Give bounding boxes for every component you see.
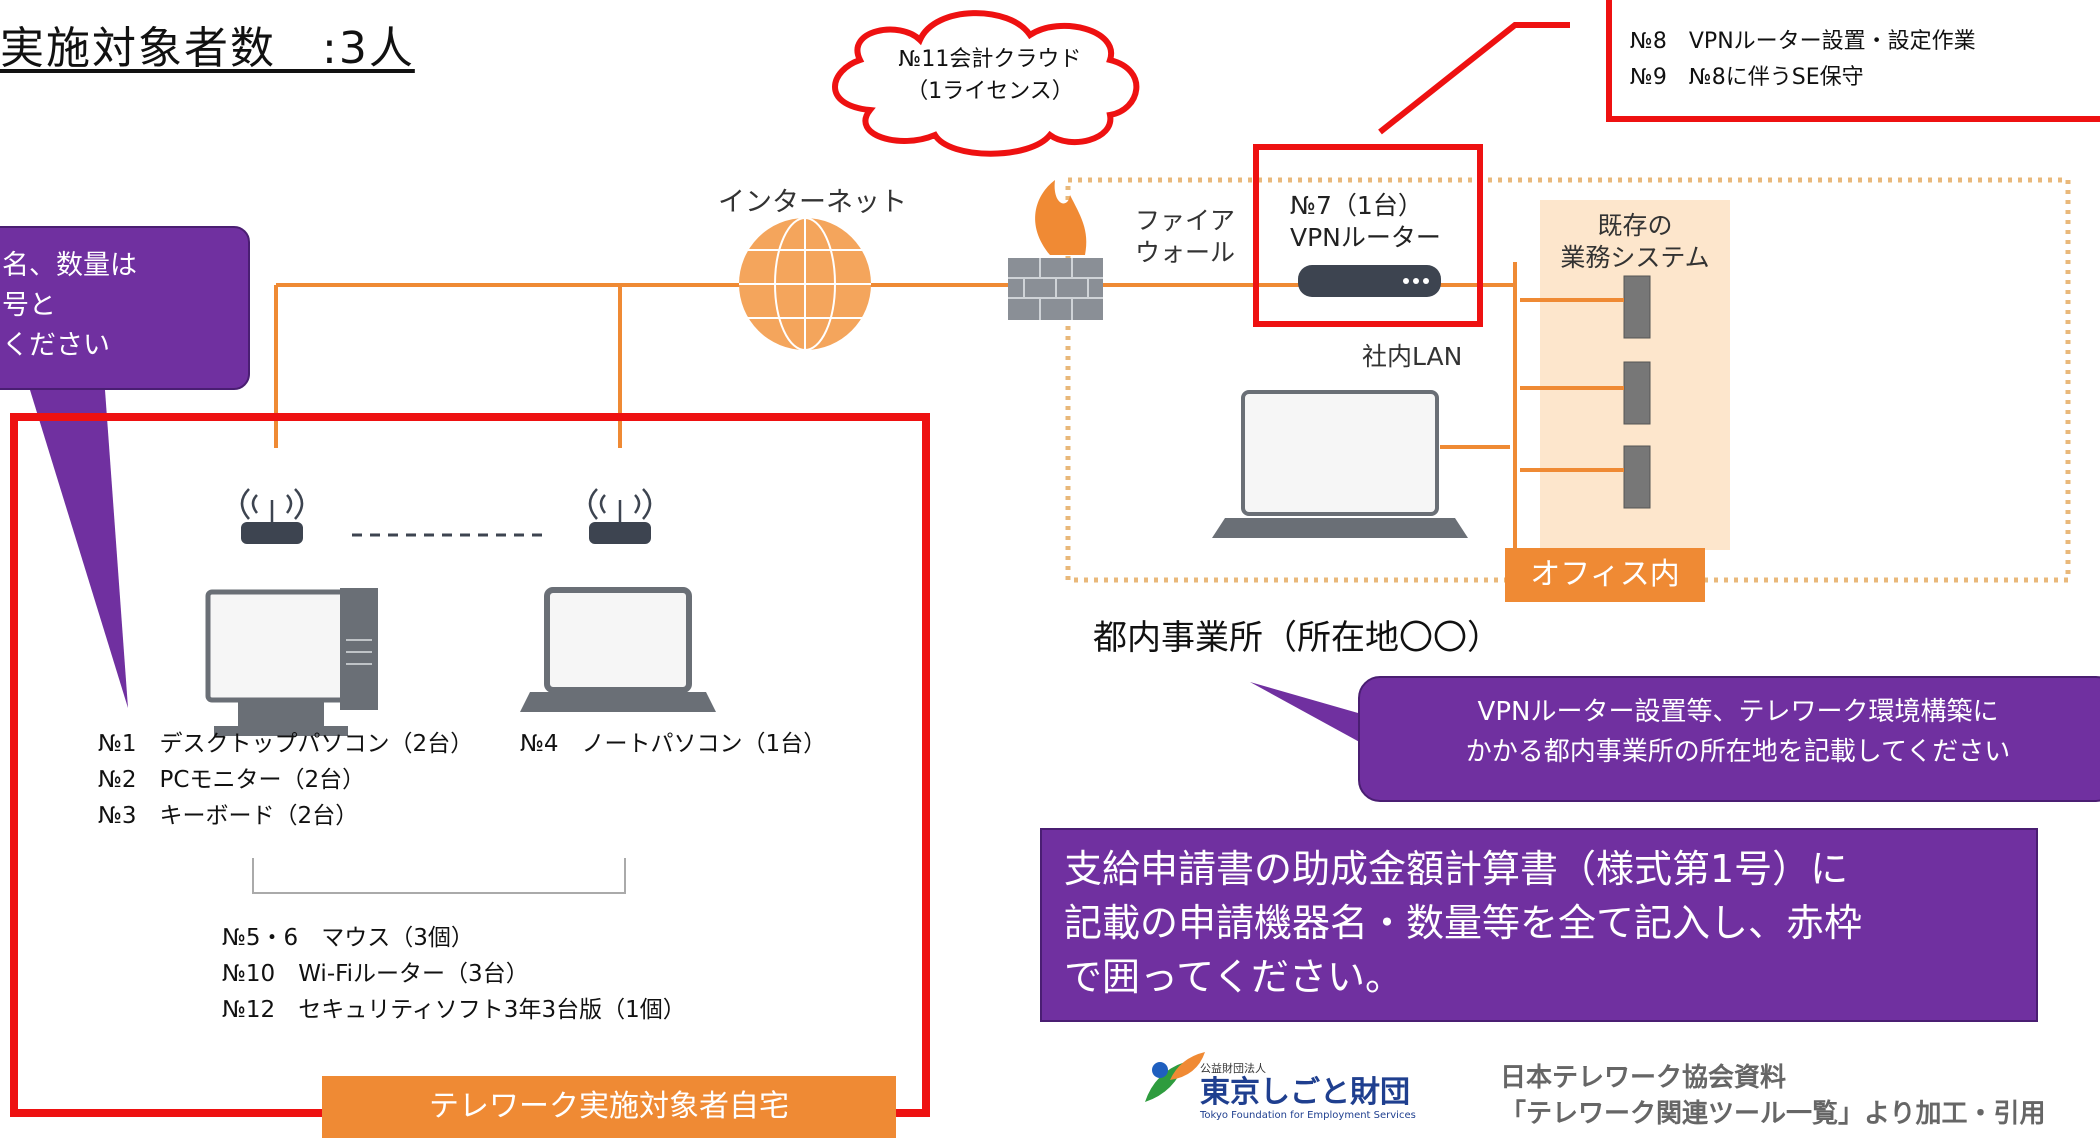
office-callout-line-2: かかる都内事業所の所在地を記載してください (1465, 737, 2011, 767)
office-callout-line-1: VPNルーター設置等、テレワーク環境構築に (1477, 697, 1999, 727)
logo-name: 東京しごと財団 (1200, 1075, 1410, 1110)
page-title: 実施対象者数 :3人 (0, 23, 415, 74)
server-icon (1623, 275, 1651, 509)
home-item-5: №5・6 マウス（3個） (222, 925, 474, 951)
wifi-router-icon (241, 522, 651, 544)
left-callout: 名、数量は 号と ください (0, 226, 250, 390)
office-tag: オフィス内 (1505, 548, 1705, 602)
firewall-label-line-2: ウォール (1135, 238, 1236, 267)
vpn-router-icon (1298, 265, 1441, 297)
cloud-label: №11会計クラウド （1ライセンス） (880, 44, 1100, 108)
home-items-left: №1 デスクトップパソコン（2台） №2 PCモニター（2台） №3 キーボード… (98, 726, 473, 834)
home-item-4: №4 ノートパソコン（1台） (520, 731, 827, 757)
left-callout-line-1: 名、数量は (2, 250, 137, 281)
vpn-router-highlight (1253, 144, 1483, 327)
vpn-work-line-2: №9 №8に伴うSE保守 (1630, 65, 1864, 90)
home-tag: テレワーク実施対象者自宅 (322, 1076, 896, 1138)
vpn-label-line-2: VPNルーター (1290, 223, 1441, 252)
left-callout-tail (30, 390, 128, 708)
cloud-line-1: №11会計クラウド (898, 47, 1082, 72)
organization-logo: 公益財団法人 東京しごと財団 Tokyo Foundation for Empl… (1200, 1060, 1416, 1121)
left-callout-line-2: 号と (2, 290, 56, 321)
source-line-1: 日本テレワーク協会資料 (1500, 1063, 1787, 1093)
business-system-line-1: 既存の (1597, 211, 1673, 240)
firewall-label: ファイア ウォール (1135, 205, 1235, 269)
vpn-work-box: №8 VPNルーター設置・設定作業 №9 №8に伴うSE保守 (1606, 0, 2100, 122)
instruction-line-3: で囲ってください。 (1064, 955, 1403, 999)
cloud-shape (832, 10, 1140, 157)
home-items-bottom: №5・6 マウス（3個） №10 Wi-Fiルーター（3台） №12 セキュリテ… (222, 920, 686, 1028)
logo-english: Tokyo Foundation for Employment Services (1200, 1110, 1416, 1121)
internet-globe-icon (739, 217, 871, 351)
logo-small-text: 公益財団法人 (1200, 1062, 1266, 1075)
vpn-label-line-1: №7（1台） (1290, 191, 1423, 220)
vpn-label: №7（1台） VPNルーター (1290, 190, 1441, 254)
source-line-2: 「テレワーク関連ツール一覧」より加工・引用 (1500, 1099, 2046, 1129)
instruction-line-1: 支給申請書の助成金額計算書（様式第1号）に (1064, 847, 1849, 891)
home-item-1: №1 デスクトップパソコン（2台） (98, 731, 474, 757)
internet-label: インターネット (718, 187, 907, 218)
lan-label: 社内LAN (1362, 342, 1463, 371)
firewall-label-line-1: ファイア (1135, 206, 1236, 235)
vpn-work-connector (1378, 22, 1570, 135)
home-item-3: №3 キーボード（2台） (98, 803, 359, 829)
desktop-pc-icon (205, 588, 378, 736)
cloud-line-2: （1ライセンス） (906, 79, 1074, 104)
logo-mark-icon (1145, 1052, 1205, 1102)
instruction-line-2: 記載の申請機器名・数量等を全て記入し、赤枠 (1064, 901, 1863, 945)
wifi-waves (240, 488, 652, 522)
home-item-6: №10 Wi-Fiルーター（3台） (222, 961, 529, 987)
office-callout-tail (1250, 682, 1365, 745)
vpn-work-line-1: №8 VPNルーター設置・設定作業 (1630, 29, 1976, 54)
business-system-label: 既存の 業務システム (1550, 210, 1720, 274)
instruction-note: 支給申請書の助成金額計算書（様式第1号）に 記載の申請機器名・数量等を全て記入し… (1040, 828, 2038, 1022)
home-item-7: №12 セキュリティソフト3年3台版（1個） (222, 997, 686, 1023)
home-item-2: №2 PCモニター（2台） (98, 767, 366, 793)
business-system-line-2: 業務システム (1560, 243, 1710, 272)
office-callout: VPNルーター設置等、テレワーク環境構築に かかる都内事業所の所在地を記載してく… (1358, 676, 2100, 802)
home-laptop-icon (520, 587, 716, 712)
office-laptop-icon (1212, 390, 1468, 538)
left-callout-line-3: ください (2, 330, 110, 361)
source-note: 日本テレワーク協会資料 「テレワーク関連ツール一覧」より加工・引用 (1500, 1060, 2045, 1132)
office-location: 都内事業所（所在地〇〇） (1093, 618, 1501, 658)
items-bracket (252, 858, 626, 894)
firewall-icon (1008, 180, 1103, 320)
